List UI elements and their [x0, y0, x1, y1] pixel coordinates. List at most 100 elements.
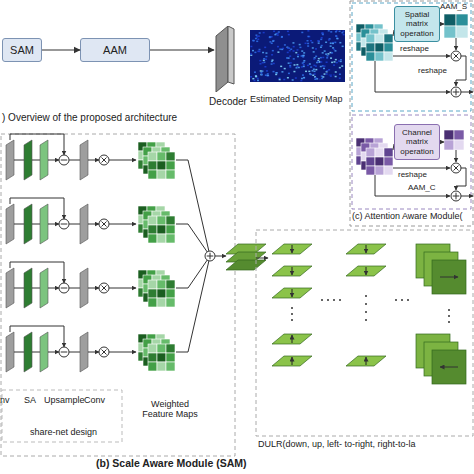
ellipsis-dot: [365, 295, 367, 297]
attention-matrix: [444, 14, 468, 38]
density-speck: [310, 40, 312, 42]
density-speck: [262, 62, 264, 64]
density-speck: [272, 40, 274, 42]
wire: [88, 352, 99, 353]
density-speck: [340, 61, 342, 63]
density-speck: [264, 47, 266, 49]
grid-cell: [148, 298, 157, 307]
wire: [366, 267, 367, 275]
operator-stroke: [454, 54, 459, 59]
density-speck: [307, 65, 309, 67]
grid-cell: [365, 147, 374, 156]
density-speck: [281, 36, 283, 38]
grid-cell: [384, 166, 393, 175]
density-speck: [315, 56, 317, 58]
density-speck: [341, 32, 343, 34]
grid-cell: [148, 234, 157, 243]
density-speck: [252, 78, 254, 80]
grid-cell: [157, 280, 166, 289]
density-speck: [250, 76, 252, 78]
feature-slab: [40, 332, 48, 372]
operator-symbol: [99, 155, 109, 165]
density-speck: [312, 74, 314, 76]
density-speck: [320, 66, 322, 68]
wire: [109, 224, 136, 225]
density-speck: [273, 63, 275, 65]
wire: [88, 224, 99, 225]
wire: [456, 150, 457, 162]
operator-symbol: [59, 347, 69, 357]
density-speck: [332, 47, 334, 49]
operation-label: reshape: [398, 171, 427, 180]
grid-cell: [375, 52, 384, 61]
weighted-feature-map: [138, 206, 175, 243]
density-speck: [292, 42, 294, 44]
density-speck: [326, 61, 328, 63]
feature-slab: [24, 140, 32, 180]
grid-cell: [366, 157, 375, 166]
wire: [10, 134, 64, 155]
operator-symbol: [59, 155, 69, 165]
density-speck: [283, 79, 285, 81]
operator-symbol: [451, 51, 461, 61]
density-speck: [277, 46, 279, 48]
wire: [32, 288, 40, 289]
operator-stroke: [102, 158, 107, 163]
wire: [366, 245, 367, 253]
density-speck: [297, 56, 299, 58]
density-speck: [296, 64, 298, 66]
density-speck: [271, 36, 273, 38]
density-speck: [259, 60, 261, 62]
ellipsis-dot: [365, 303, 367, 305]
density-speck: [258, 35, 260, 37]
density-speck: [303, 55, 305, 57]
feature-plane: [346, 356, 386, 366]
feature-slab: [80, 140, 88, 180]
output-label: Estimated Density Map: [250, 95, 343, 105]
density-speck: [259, 32, 261, 34]
feature-plane: [226, 260, 266, 270]
density-speck: [326, 73, 328, 75]
grid-cell: [156, 352, 165, 361]
density-speck: [296, 49, 298, 51]
ellipsis-dot: [291, 319, 293, 321]
density-speck: [257, 80, 259, 82]
density-map: [250, 30, 345, 82]
density-speck: [255, 75, 257, 77]
grid-cell: [365, 33, 374, 42]
density-speck: [271, 61, 273, 63]
density-speck: [320, 46, 322, 48]
grid-cell: [166, 161, 175, 170]
density-speck: [317, 40, 319, 42]
grid-cell: [366, 52, 375, 61]
density-speck: [326, 71, 328, 73]
density-speck: [335, 35, 337, 37]
density-speck: [337, 38, 339, 40]
ellipsis-dot: [327, 299, 329, 301]
module-box: AAM: [80, 38, 150, 62]
grid-cell: [156, 160, 165, 169]
density-speck: [273, 40, 275, 42]
density-speck: [277, 34, 279, 36]
grid-cell: [166, 298, 175, 307]
wire: [292, 357, 293, 365]
operator-stroke: [102, 350, 107, 355]
grid-cell: [366, 148, 375, 157]
density-speck: [312, 70, 314, 72]
density-speck: [334, 50, 336, 52]
density-speck: [265, 74, 267, 76]
density-speck: [315, 69, 317, 71]
operation-box: Channel matrix operation: [394, 124, 440, 160]
operator-symbol: [59, 283, 69, 293]
density-speck: [333, 49, 335, 51]
density-speck: [303, 77, 305, 79]
density-speck: [292, 79, 294, 81]
density-speck: [320, 57, 322, 59]
density-speck: [339, 73, 341, 75]
operator-stroke: [102, 222, 107, 227]
density-speck: [335, 59, 337, 61]
density-speck: [253, 40, 255, 42]
density-speck: [335, 76, 337, 78]
density-speck: [335, 36, 337, 38]
